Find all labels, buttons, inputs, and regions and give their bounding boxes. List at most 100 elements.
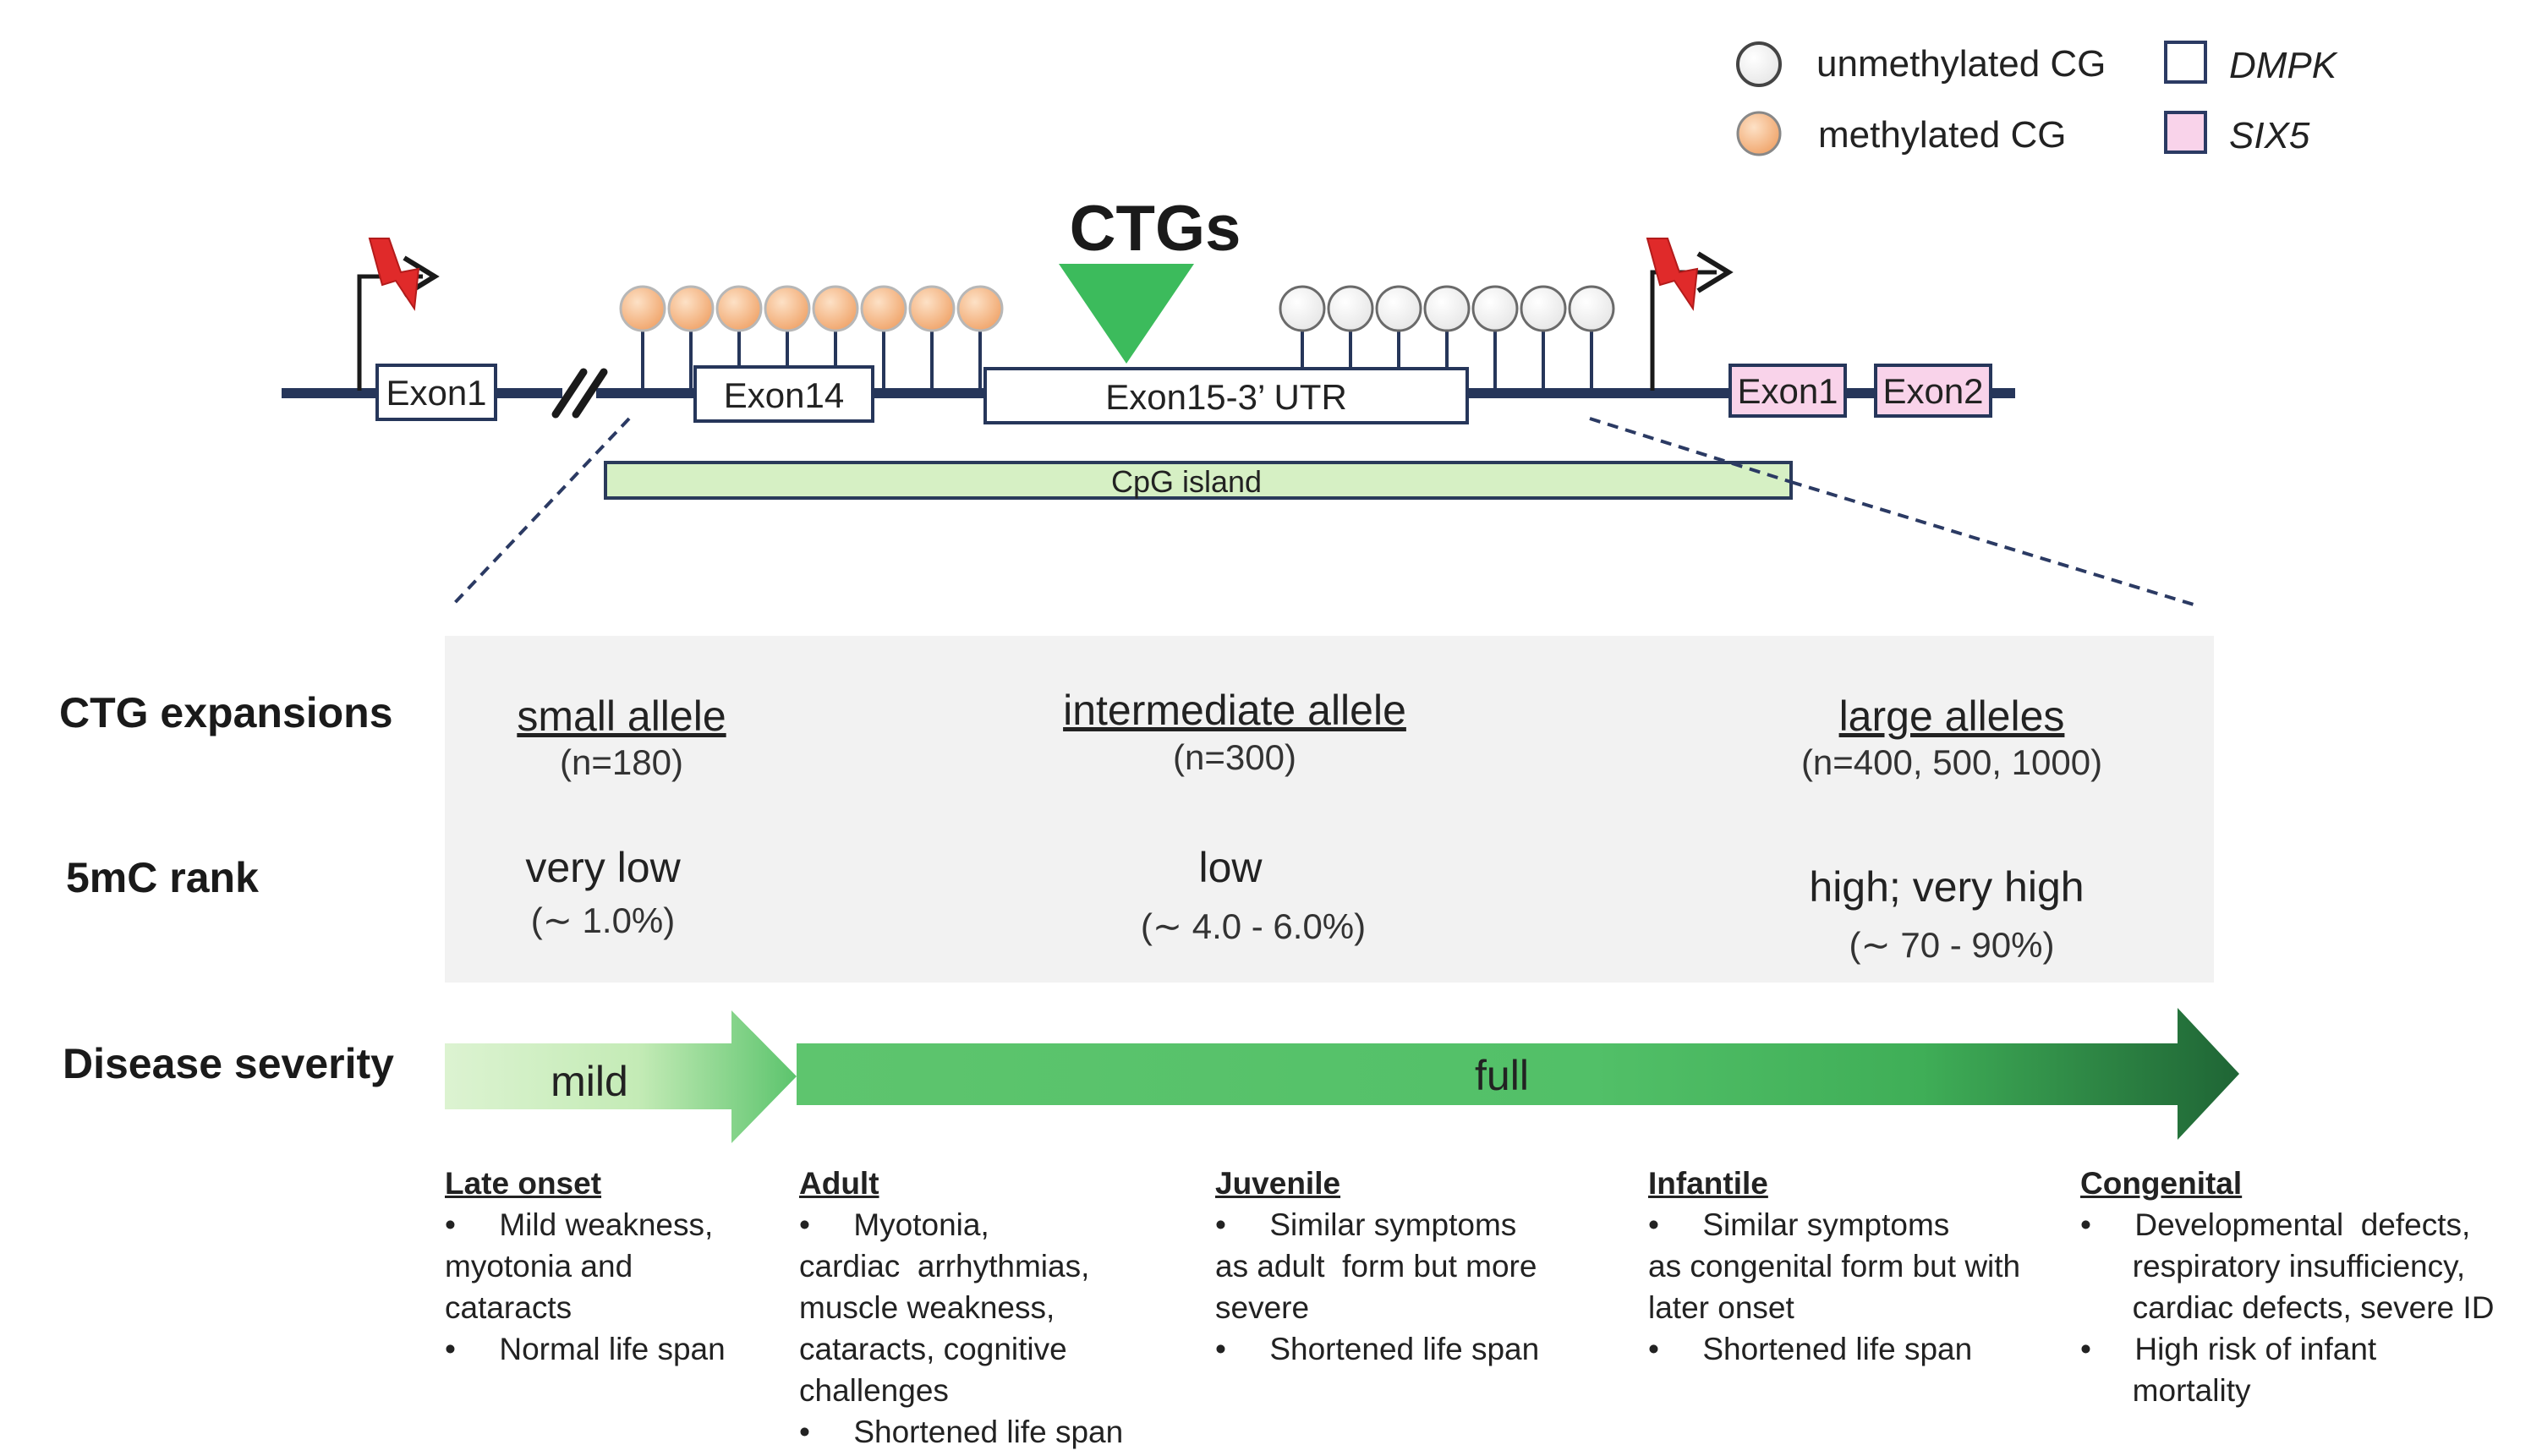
phenotype-line: • Shortened life span xyxy=(1648,1332,1973,1366)
zoom-line-right-b xyxy=(1790,480,2194,606)
unmethylated-cg-icon xyxy=(1327,285,1374,332)
phenotype-line: later onset xyxy=(1648,1290,1794,1325)
phenotype-line: challenges xyxy=(799,1373,949,1408)
allele-name: intermediate allele xyxy=(1063,687,1406,734)
row-label-disease-severity: Disease severity xyxy=(63,1040,394,1087)
allele-count: (n=400, 500, 1000) xyxy=(1801,742,2102,782)
unmethylated-cg-icon xyxy=(1423,285,1471,332)
row-label-5mc-rank: 5mC rank xyxy=(66,854,259,901)
phenotype-line: muscle weakness, xyxy=(799,1290,1055,1325)
allele-intermediate: intermediate allele (n=300) low (∼ 4.0 -… xyxy=(1063,687,1406,946)
allele-count: (n=180) xyxy=(560,742,683,782)
dmpk-exon1-box xyxy=(375,364,497,421)
phenotype-line: • Normal life span xyxy=(445,1332,726,1366)
allele-small: small allele (n=180) very low (∼ 1.0%) xyxy=(517,692,726,940)
phenotype-line: • Similar symptoms xyxy=(1648,1207,1950,1242)
zoom-line-right-a xyxy=(1589,417,1792,484)
ctg-label: CTGs xyxy=(1070,193,1241,265)
cpg-island-box xyxy=(604,461,1793,500)
phenotype-line: severe xyxy=(1215,1290,1310,1325)
methylated-cg-icon xyxy=(764,285,811,332)
phenotype-juvenile: Juvenile • Similar symptoms as adult for… xyxy=(1215,1163,1539,1370)
arrowhead-icon xyxy=(1696,251,1734,293)
phenotype-line: cataracts, cognitive xyxy=(799,1332,1067,1366)
legend-unmethylated-icon xyxy=(1736,41,1782,87)
cpg-island-label: CpG island xyxy=(1111,464,1262,499)
phenotype-line: cataracts xyxy=(445,1290,572,1325)
exon14-box xyxy=(693,365,874,423)
lightning-icon xyxy=(368,238,420,311)
allele-rank: low xyxy=(1198,844,1263,891)
methylated-cg-icon xyxy=(860,285,907,332)
allele-percent: (∼ 1.0%) xyxy=(531,900,676,940)
exon15-box xyxy=(983,367,1469,424)
phenotype-title: Congenital xyxy=(2080,1166,2243,1201)
unmethylated-cg-icon xyxy=(1520,285,1567,332)
allele-name: small allele xyxy=(517,692,726,740)
full-label: full xyxy=(1475,1052,1529,1099)
phenotype-line: mortality xyxy=(2080,1373,2251,1408)
phenotype-line: • Shortened life span xyxy=(799,1415,1124,1449)
legend-dmpk-label: DMPK xyxy=(2229,45,2338,86)
legend-methylated-icon xyxy=(1736,111,1782,156)
six5-exon2-box xyxy=(1874,364,1992,418)
six5-exon2-label: Exon2 xyxy=(1882,371,1983,411)
methylated-cg-icon xyxy=(956,285,1004,332)
six5-promoter xyxy=(1646,238,1734,391)
phenotype-line: cardiac defects, severe ID xyxy=(2080,1290,2495,1325)
exon14-label: Exon14 xyxy=(724,375,844,415)
methylated-cg-icon xyxy=(667,285,715,332)
row-label-ctg-expansions: CTG expansions xyxy=(59,689,393,736)
mild-arrow xyxy=(445,1010,797,1143)
unmethylated-cg-icon xyxy=(1471,285,1519,332)
allele-percent: (∼ 70 - 90%) xyxy=(1849,925,2055,965)
unmethylated-cg-icon xyxy=(1568,285,1615,332)
phenotype-adult: Adult • Myotonia, cardiac arrhythmias, m… xyxy=(799,1163,1123,1453)
phenotype-title: Late onset xyxy=(445,1166,602,1201)
dmpk-exon1-label: Exon1 xyxy=(386,373,486,413)
full-arrow xyxy=(797,1008,2239,1140)
allele-percent: (∼ 4.0 - 6.0%) xyxy=(1141,906,1366,946)
cg-sites xyxy=(619,285,1615,332)
unmethylated-cg-icon xyxy=(1279,285,1326,332)
phenotype-title: Infantile xyxy=(1648,1166,1768,1201)
ctg-expansion-triangle xyxy=(1059,264,1194,364)
severity-arrows: mild full xyxy=(445,1008,2239,1143)
legend-six5-swatch xyxy=(2164,111,2207,154)
legend-dmpk-swatch xyxy=(2164,41,2207,84)
phenotype-line: • High risk of infant xyxy=(2080,1332,2377,1366)
allele-rank: very low xyxy=(525,844,681,891)
legend-six5-label: SIX5 xyxy=(2229,115,2310,156)
lightning-icon xyxy=(1646,238,1699,311)
phenotype-line: as congenital form but with xyxy=(1648,1249,2021,1284)
phenotype-line: cardiac arrhythmias, xyxy=(799,1249,1090,1284)
phenotype-title: Adult xyxy=(799,1166,879,1201)
phenotype-line: myotonia and xyxy=(445,1249,633,1284)
break-mark-icon xyxy=(551,368,608,419)
six5-exon1-box xyxy=(1728,364,1847,418)
allele-count: (n=300) xyxy=(1173,737,1296,777)
phenotype-congenital: Congenital • Developmental defects, resp… xyxy=(2080,1163,2494,1411)
methylated-cg-icon xyxy=(812,285,859,332)
phenotype-line: as adult form but more xyxy=(1215,1249,1537,1284)
phenotype-line: • Developmental defects, xyxy=(2080,1207,2471,1242)
gene-map: Exon1 Exon14 Exon15-3’ UTR Exon1 Exon2 C… xyxy=(282,193,2015,500)
methylated-cg-icon xyxy=(715,285,763,332)
allele-name: large alleles xyxy=(1839,692,2065,740)
six5-exon1-label: Exon1 xyxy=(1737,371,1838,411)
mild-label: mild xyxy=(551,1058,628,1105)
exon15-label: Exon15-3’ UTR xyxy=(1105,377,1347,417)
legend: unmethylated CG methylated CG DMPK SIX5 xyxy=(1736,41,2338,156)
phenotype-line: respiratory insufficiency, xyxy=(2080,1249,2466,1284)
legend-methylated-label: methylated CG xyxy=(1818,114,2066,156)
unmethylated-cg-icon xyxy=(1375,285,1422,332)
phenotype-title: Juvenile xyxy=(1215,1166,1341,1201)
phenotype-line: • Similar symptoms xyxy=(1215,1207,1517,1242)
allele-large: large alleles (n=400, 500, 1000) high; v… xyxy=(1801,692,2102,965)
dmpk-promoter xyxy=(357,238,440,391)
phenotype-line: • Mild weakness, xyxy=(445,1207,714,1242)
methylated-cg-icon xyxy=(908,285,956,332)
phenotype-line: • Shortened life span xyxy=(1215,1332,1540,1366)
methylated-cg-icon xyxy=(619,285,666,332)
